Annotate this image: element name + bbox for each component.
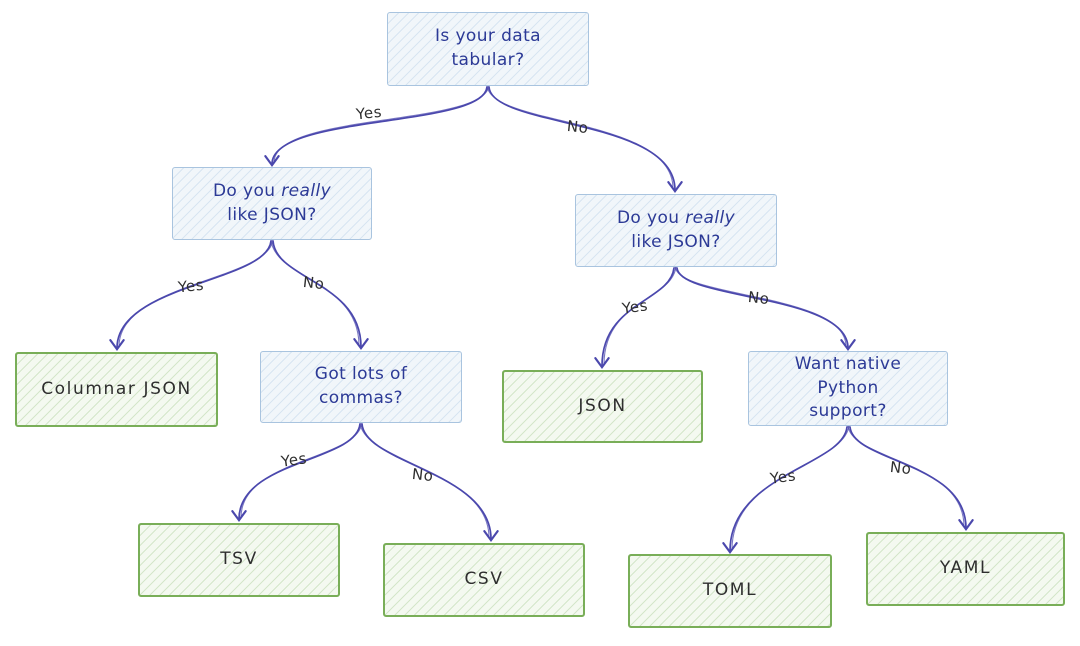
node-got-lots-of-commas: Got lots of commas? [260,351,462,423]
edge-native-yes [722,426,848,555]
edge-commas-yes [231,423,361,523]
node-label: Do you really like JSON? [212,180,332,225]
node-label: Do you really like JSON? [616,207,736,252]
node-label: JSON [578,395,627,416]
node-label: Got lots of commas? [314,364,408,408]
edge-label-native-no: No [889,457,913,479]
edge-label-commas-yes: Yes [279,449,309,471]
node-label: YAML [939,558,992,579]
edge-label-qleft-yes: Yes [177,275,205,297]
edge-label-qleft-no: No [302,272,326,294]
edge-label-qright-no: No [747,287,771,309]
node-label: TSV [220,549,258,570]
edge-qright-no [676,267,856,352]
edge-qleft-no [272,240,369,351]
edge-label-root-no: No [566,116,590,138]
node-really-like-json-left: Do you really like JSON? [172,167,372,240]
edge-label-commas-no: No [411,464,435,486]
node-really-like-json-right: Do you really like JSON? [575,194,777,267]
node-is-data-tabular: Is your data tabular? [387,12,589,86]
node-yaml: YAML [866,532,1065,606]
edge-label-native-yes: Yes [768,466,798,488]
edge-root-no [488,86,683,194]
edge-label-qright-yes: Yes [620,296,650,318]
node-tsv: TSV [138,523,340,597]
edge-qright-yes [594,267,675,370]
node-label: Is your data tabular? [435,26,541,70]
edge-label-root-yes: Yes [355,102,383,124]
node-csv: CSV [383,543,585,617]
node-label: Want native Python support? [794,353,902,422]
node-toml: TOML [628,554,832,628]
node-columnar-json: Columnar JSON [15,352,218,427]
node-label: TOML [702,580,758,601]
node-label: CSV [464,569,504,590]
node-want-native-python-support: Want native Python support? [748,351,948,426]
node-label: Columnar JSON [41,378,192,399]
edge-root-yes [264,86,488,168]
node-json: JSON [502,370,703,443]
